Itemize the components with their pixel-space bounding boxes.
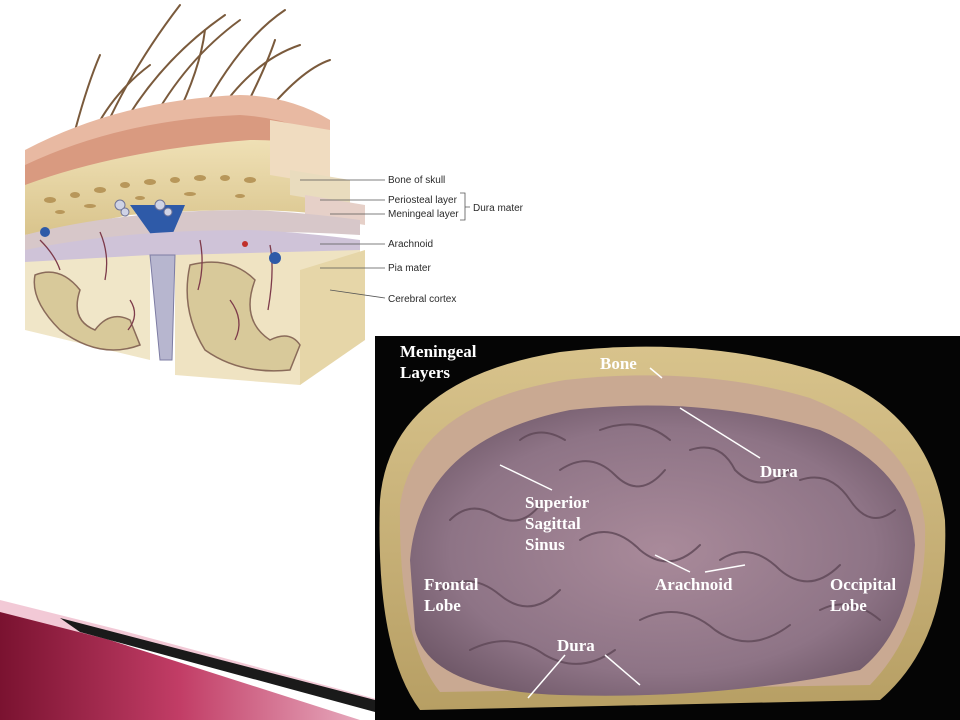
- photo-label-occipital-line2: Lobe: [830, 596, 867, 615]
- sagittal-sinus: [130, 205, 185, 260]
- photo-label-bone: Bone: [600, 354, 637, 373]
- photo-title-line2: Layers: [400, 363, 450, 382]
- bone-spongy-texture: [44, 175, 256, 214]
- diagram-leader-lines: [300, 179, 470, 299]
- label-periosteal-layer: Periosteal layer: [388, 195, 458, 206]
- photo-label-sinus-line3: Sinus: [525, 535, 565, 554]
- label-bone-of-skull: Bone of skull: [388, 175, 445, 186]
- photo-label-frontal-line1: Frontal: [424, 575, 479, 594]
- brain-surface: [410, 405, 915, 696]
- arachnoid-granulations: [114, 199, 173, 217]
- cortex-front-face: [300, 250, 365, 385]
- photo-title-line1: Meningeal: [400, 342, 477, 361]
- scalp-side-face: [270, 120, 330, 185]
- gray-matter-fold-right: [186, 261, 301, 372]
- dissection-photo: [375, 336, 960, 720]
- label-meningeal-layer: Meningeal layer: [388, 209, 459, 220]
- photo-label-sinus-line2: Sagittal: [525, 514, 581, 533]
- label-cerebral-cortex: Cerebral cortex: [388, 294, 456, 305]
- brain-gyri: [439, 423, 896, 665]
- falx-cerebri: [149, 254, 176, 361]
- photo-label-sinus-line1: Superior: [525, 493, 590, 512]
- photo-label-frontal-line2: Lobe: [424, 596, 461, 615]
- vessel-blue-left: [40, 227, 50, 237]
- label-arachnoid: Arachnoid: [388, 239, 433, 250]
- decorative-ribbon: [0, 600, 380, 720]
- label-dura-mater: Dura mater: [473, 203, 524, 214]
- photo-label-dura-bottom: Dura: [557, 636, 595, 655]
- skull-bone-layer: [25, 140, 330, 235]
- gray-matter-fold-left: [33, 271, 141, 351]
- photo-label-dura-top: Dura: [760, 462, 798, 481]
- label-pia-mater: Pia mater: [388, 263, 431, 274]
- photo-label-arachnoid: Arachnoid: [655, 575, 733, 594]
- photo-leader-lines: [499, 367, 761, 699]
- photo-label-occipital-line1: Occipital: [830, 575, 896, 594]
- vessel-blue-right: [269, 252, 281, 264]
- cortical-vessels: [39, 231, 273, 341]
- vessel-red: [242, 241, 248, 247]
- meninges-cross-section-illustration: [25, 4, 470, 385]
